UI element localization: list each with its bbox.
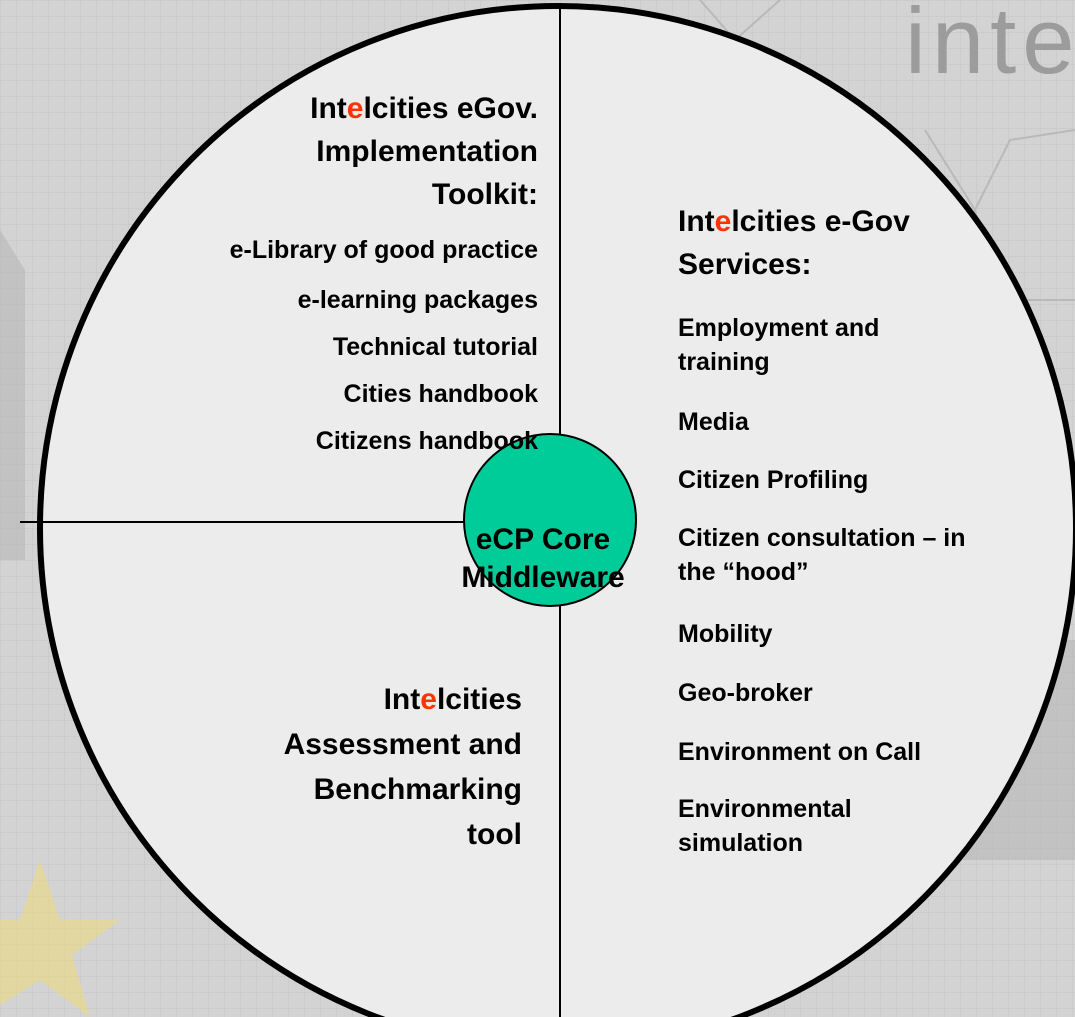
toolkit-item: Citizens handbook	[315, 427, 538, 455]
service-item: Mobility	[678, 620, 773, 648]
core-circle	[463, 433, 637, 607]
service-item: training	[678, 348, 770, 376]
service-item: Environmental	[678, 795, 852, 823]
services-title-line2: Services:	[678, 248, 812, 281]
assessment-title: Intelcities	[383, 683, 522, 716]
service-item: Geo-broker	[678, 679, 813, 707]
service-item: the “hood”	[678, 558, 809, 586]
core-label: eCP Core Middleware	[430, 521, 656, 597]
assessment-line2: Assessment and	[283, 728, 522, 761]
service-item: Citizen Profiling	[678, 466, 869, 494]
toolkit-item: Cities handbook	[343, 380, 538, 408]
brand-wordmark: inte	[905, 0, 1075, 93]
service-item: simulation	[678, 829, 804, 857]
core-label-line2: Middleware	[461, 561, 625, 594]
service-item: Employment and	[678, 314, 880, 342]
service-item: Citizen consultation – in	[678, 524, 966, 552]
toolkit-title-line2: Implementation	[316, 135, 538, 168]
assessment-line4: tool	[467, 818, 522, 851]
toolkit-item: e-Library of good practice	[229, 236, 538, 264]
toolkit-item: Technical tutorial	[332, 333, 538, 361]
services-title: Intelcities e-Gov	[678, 205, 910, 238]
toolkit-title: Intelcities eGov.	[310, 92, 538, 125]
toolkit-item: e-learning packages	[297, 286, 538, 314]
core-label-line1: eCP Core	[475, 523, 611, 556]
service-item: Environment on Call	[678, 738, 922, 766]
service-item: Media	[678, 408, 749, 436]
assessment-line3: Benchmarking	[313, 773, 522, 806]
toolkit-title-line3: Toolkit:	[431, 178, 538, 211]
star-shape	[0, 860, 120, 1017]
